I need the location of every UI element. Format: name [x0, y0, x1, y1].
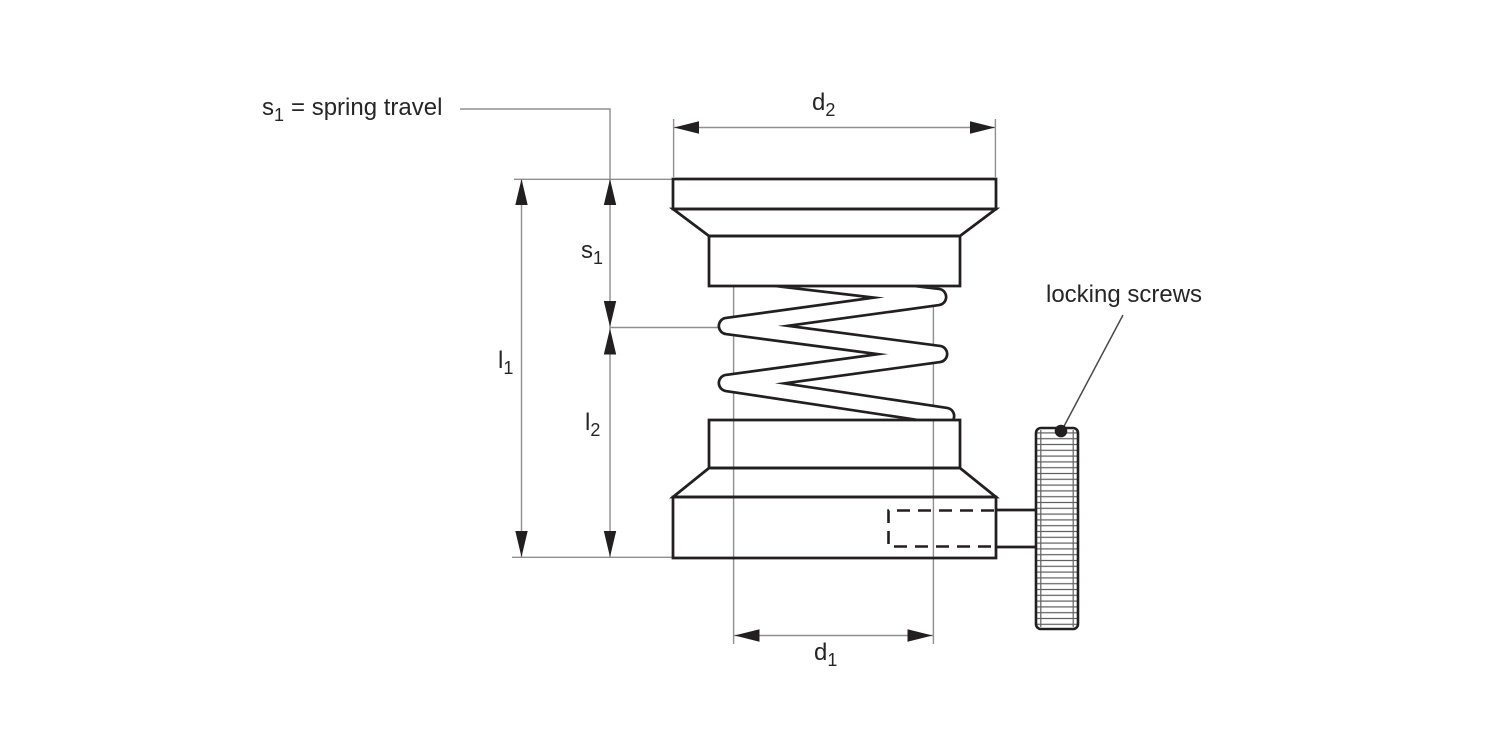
base-plate-outline — [671, 495, 998, 560]
spring-travel-symbol: s — [262, 94, 274, 121]
top-cap-fill — [673, 179, 996, 209]
hidden-screw-dashed-outline — [887, 509, 994, 548]
knob-knurling — [1036, 430, 1078, 627]
l2-arrow-bottom — [603, 531, 617, 557]
s1-subscript: 1 — [593, 248, 604, 268]
body-outlines — [668, 177, 1038, 560]
dimension-label-d2: d2 — [812, 89, 836, 121]
d1-symbol: d — [814, 639, 828, 666]
dimension-label-l1: l1 — [498, 347, 514, 379]
d2-arrow-left — [674, 121, 699, 134]
s1-arrow-top — [603, 179, 617, 205]
dimension-label-d1: d1 — [814, 639, 838, 671]
s1-arrow-bottom — [603, 301, 617, 327]
locking-screws-leader-line — [1061, 314, 1124, 431]
l2-symbol: l — [585, 409, 591, 436]
upper-head-fill — [709, 236, 960, 286]
screw-stem-fill — [996, 510, 1037, 547]
dimension-arrowheads — [515, 121, 995, 642]
locking-screws-leader-dot — [1054, 424, 1068, 438]
l1-symbol: l — [498, 347, 504, 374]
locking-screws-callout: locking screws — [1046, 281, 1203, 308]
l1-arrow-bottom — [515, 531, 528, 557]
spring-coil — [717, 287, 956, 419]
d1-arrow-right — [907, 629, 933, 642]
d2-symbol: d — [812, 89, 826, 116]
top-taper-fill — [673, 209, 996, 236]
spring-travel-text: = spring travel — [291, 94, 443, 121]
base-taper-fill — [673, 468, 996, 497]
d2-arrow-right — [970, 121, 995, 134]
dimension-lines — [460, 108, 997, 644]
body-fills — [673, 179, 1037, 558]
upper-head-outline — [707, 234, 962, 288]
s1-symbol: s — [581, 237, 593, 264]
l1-arrow-top — [515, 179, 528, 205]
dimension-label-l2: l2 — [585, 409, 601, 441]
spring-travel-callout: s1 = spring travel — [262, 94, 443, 126]
spring-coil-body — [720, 287, 953, 419]
spring-travel-subscript: 1 — [274, 105, 285, 125]
lower-head-fill — [709, 420, 960, 468]
locking-knob — [1034, 314, 1124, 631]
base-plate-fill — [673, 497, 996, 558]
d2-subscript: 2 — [825, 100, 836, 120]
locking-screws-text: locking screws — [1046, 281, 1203, 308]
d1-subscript: 1 — [827, 650, 838, 670]
l1-subscript: 1 — [503, 358, 514, 378]
d1-arrow-left — [734, 629, 760, 642]
l2-subscript: 2 — [590, 420, 601, 440]
dimension-label-s1: s1 — [581, 237, 604, 269]
l2-arrow-top — [603, 328, 617, 355]
